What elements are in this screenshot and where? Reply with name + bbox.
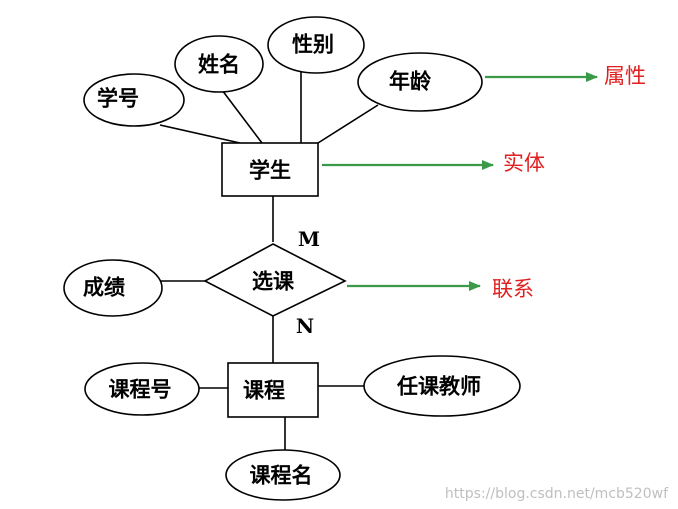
legend-entity: 实体 <box>503 151 545 175</box>
entity-course-label: 课程 <box>243 378 285 403</box>
attribute-gender: 性别 <box>267 16 365 74</box>
legend-attribute: 属性 <box>604 64 646 88</box>
edge-age <box>317 104 379 144</box>
entity-course: 课程 <box>227 362 319 418</box>
attribute-course-name-label: 课程名 <box>250 463 313 488</box>
edge-name <box>221 89 263 144</box>
relationship-enroll: 选课 <box>203 243 347 317</box>
attribute-student-id-label: 学号 <box>97 86 139 111</box>
attribute-gender-label: 性别 <box>292 32 334 57</box>
legend-arrows <box>322 72 598 291</box>
attribute-course-name: 课程名 <box>225 449 341 501</box>
legend-relationship: 联系 <box>492 277 534 301</box>
entity-student-label: 学生 <box>249 158 291 183</box>
attribute-teacher: 任课教师 <box>363 355 521 417</box>
attribute-name: 姓名 <box>174 35 264 93</box>
entity-student: 学生 <box>221 142 319 197</box>
attribute-course-id-label: 课程号 <box>109 377 172 402</box>
attribute-grade-label: 成绩 <box>83 275 125 300</box>
attribute-grade: 成绩 <box>63 259 163 317</box>
attribute-name-label: 姓名 <box>198 52 240 77</box>
attribute-age: 年龄 <box>357 52 483 112</box>
edge-student-id <box>159 124 241 144</box>
watermark: https://blog.csdn.net/mcb520wf <box>445 486 669 502</box>
attribute-student-id: 学号 <box>83 73 185 127</box>
attribute-teacher-label: 任课教师 <box>396 374 481 399</box>
attribute-age-label: 年龄 <box>389 69 432 94</box>
cardinality-m: M <box>298 227 320 251</box>
cardinality-n: N <box>296 314 314 338</box>
relationship-enroll-label: 选课 <box>252 269 295 294</box>
attribute-course-id: 课程号 <box>84 362 200 416</box>
edges <box>159 72 379 453</box>
